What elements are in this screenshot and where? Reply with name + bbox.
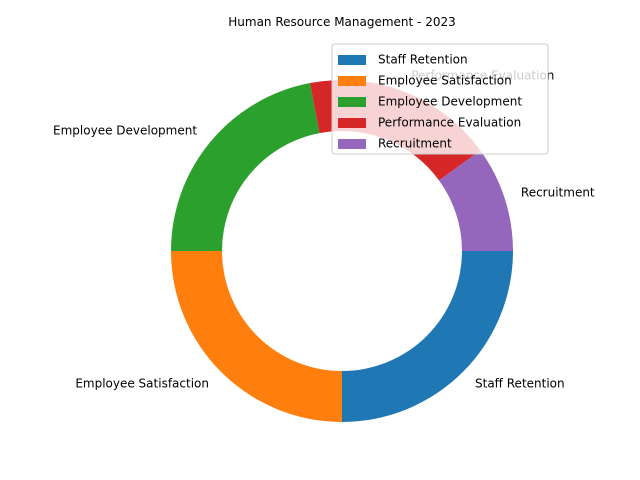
- slice-label-employee-development: Employee Development: [53, 124, 197, 138]
- slice-label-recruitment: Recruitment: [521, 185, 595, 199]
- legend-label-staff-retention: Staff Retention: [378, 53, 468, 67]
- legend-swatch-recruitment: [338, 139, 366, 149]
- legend-swatch-staff-retention: [338, 55, 366, 65]
- legend-box: [331, 43, 549, 155]
- slice-staff-retention: [342, 251, 513, 422]
- legend-swatch-employee-satisfaction: [338, 76, 366, 86]
- legend-swatch-performance-evaluation: [338, 118, 366, 128]
- legend-label-performance-evaluation: Performance Evaluation: [378, 116, 521, 130]
- legend-label-employee-satisfaction: Employee Satisfaction: [378, 74, 512, 88]
- slice-label-staff-retention: Staff Retention: [475, 377, 565, 391]
- legend-swatch-employee-development: [338, 97, 366, 107]
- slice-recruitment: [439, 150, 513, 251]
- legend-label-recruitment: Recruitment: [378, 137, 452, 151]
- slice-label-employee-satisfaction: Employee Satisfaction: [75, 377, 209, 391]
- slice-employee-satisfaction: [171, 251, 342, 422]
- chart-title: Human Resource Management - 2023: [228, 15, 455, 29]
- legend-label-employee-development: Employee Development: [378, 95, 522, 109]
- slice-employee-development: [171, 83, 320, 252]
